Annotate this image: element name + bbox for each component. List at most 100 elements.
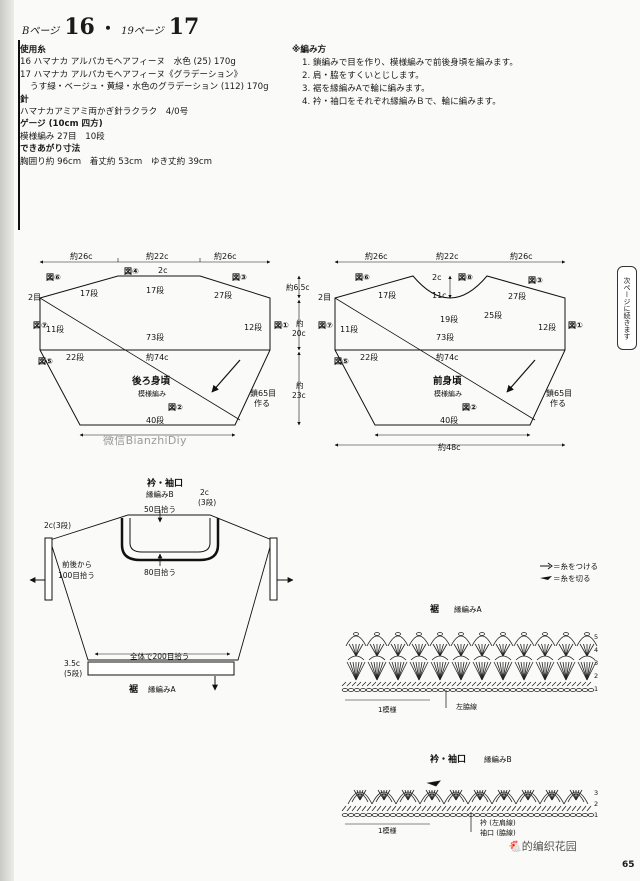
finish-outline [49, 514, 273, 661]
collar-50: 50目拾う [144, 504, 176, 514]
sleeve-left [44, 537, 53, 601]
hem-sub: 縁編みA [148, 684, 176, 694]
front-fig1: 図① [568, 321, 583, 330]
front-11: 11段 [340, 324, 358, 334]
chartA-sub: 縁編みA [454, 604, 482, 614]
method-block: ※編み方 1. 鎖編みで目を作り、模様編みで前後身頃を編みます。 2. 肩・脇を… [292, 44, 518, 109]
finishing-labels: 衿・袖口 縁編みB 2c (3段) 50目拾う 80目拾う 2c(3段) 前後か… [44, 477, 216, 695]
tool-line: ハマナカアミアミ両かぎ針ラクラク 4/0号 [20, 107, 189, 118]
page-label-b: Bページ [22, 26, 60, 37]
sleeve-right [269, 537, 278, 601]
measure-20b: 20c [292, 329, 306, 338]
collar-3r: (3段) [198, 497, 216, 507]
back-fig4: 図④ [124, 267, 139, 276]
back-fig3: 図③ [232, 273, 247, 282]
front-top-mid: 約22c [436, 251, 459, 261]
back-73: 73段 [146, 332, 164, 342]
front-73: 73段 [436, 332, 454, 342]
front-sub: 模様編み [434, 389, 462, 398]
back-chain: 鎖65目 [250, 388, 276, 398]
front-body-diagram [334, 260, 566, 447]
size-line: 胸囲り約 96cm 着丈約 53cm ゆき丈約 39cm [20, 156, 213, 167]
back-diagonal [39, 297, 241, 421]
back-fig1: 図① [274, 321, 289, 330]
watermark-bottom: 🐔的编织花园 [508, 840, 577, 853]
front-25: 25段 [484, 310, 502, 320]
chartA-row-2: 2 [594, 672, 598, 680]
tool-title: 針 [20, 94, 29, 105]
sleeve-100: 100目拾う [58, 570, 95, 580]
yarn-line-1: 16 ハマナカ アルパカモヘアフィーヌ 水色 (25) 170g [20, 57, 236, 68]
back-body-diagram [39, 258, 271, 437]
yarn-title: 使用糸 [20, 45, 46, 55]
front-fig7: 図⑦ [318, 321, 333, 330]
watermark-middle: 微信BianzhiDiy [103, 434, 187, 447]
front-fig3: 図③ [528, 276, 543, 285]
chartB-repeat: 1模様 [378, 826, 396, 835]
back-40: 40段 [146, 415, 164, 425]
collar-title: 衿・袖口 [147, 477, 183, 489]
chartA-left-edge: 左脇線 [456, 702, 477, 711]
chartA-repeat: 1模様 [378, 705, 396, 714]
hem-5r: (5段) [64, 668, 82, 678]
continued-tab: 次ページに続きます [617, 266, 637, 350]
back-fig7: 図⑦ [33, 321, 48, 330]
gauge-title: ゲージ (10cm 四方) [20, 119, 103, 130]
measure-65: 約6.5c [286, 282, 310, 292]
method-step-3: 3. 裾を縁編みAで輪に編みます。 [302, 84, 430, 94]
back-12: 12段 [244, 322, 262, 332]
front-fig5: 図⑤ [334, 357, 349, 366]
back-17-mid: 17段 [146, 285, 164, 295]
method-title: ※編み方 [292, 45, 327, 55]
chartA-row-1: 1 [594, 685, 598, 693]
method-step-2: 2. 肩・脇をすくいとじします。 [302, 71, 424, 81]
measure-20a: 約 [296, 318, 304, 328]
legend-attach: ＝糸をつける [553, 561, 598, 571]
back-body-labels: 約26c 約22c 約26c 図⑥ 図④ 2c 図③ 2目 17段 17段 27… [28, 251, 289, 425]
back-top-mid: 約22c [146, 251, 169, 261]
front-19: 19段 [440, 314, 458, 324]
margin-rule [18, 40, 20, 230]
collar-band [120, 518, 220, 562]
back-make: 作る [254, 398, 270, 408]
size-title: できあがり寸法 [20, 144, 81, 155]
chartA-row-5: 5 [594, 633, 598, 641]
height-labels: 約6.5c 約 20c 約 23c [286, 282, 310, 400]
back-top-right: 約26c [214, 251, 237, 261]
chartB-title: 衿・袖口 [430, 753, 466, 765]
cut-mark [540, 576, 552, 580]
front-top-left: 約26c [365, 251, 388, 261]
back-top-left: 約26c [70, 251, 93, 261]
back-fig6: 図⑥ [46, 273, 61, 282]
front-12: 12段 [538, 322, 556, 332]
page-number: 65 [622, 860, 635, 870]
method-step-1: 1. 鎖編みで目を作り、模様編みで前後身頃を編みます。 [302, 58, 518, 68]
legend-cut: ＝糸を切る [553, 573, 591, 583]
back-fig5: 図⑤ [38, 357, 53, 366]
attach-mark [540, 562, 553, 570]
back-2stitch: 2目 [28, 293, 41, 302]
header-separator: ・ [99, 19, 116, 38]
back-17-left: 17段 [80, 288, 98, 298]
back-22: 22段 [66, 352, 84, 362]
chartB-sub: 縁編みB [484, 754, 512, 764]
collar-80: 80目拾う [144, 567, 176, 577]
front-chain: 鎖65目 [546, 388, 572, 398]
book-spine [0, 0, 14, 881]
collar-stitch-chart: 衿・袖口 縁編みB 3 2 1 1模様 衿 (左肩線) 袖口 (脇線) [341, 753, 598, 837]
sleeve-2c: 2c(3段) [44, 520, 71, 530]
hem-35: 3.5c [64, 659, 80, 668]
hem-band [87, 661, 235, 676]
page-label-19: 19ページ [121, 26, 164, 37]
collar-2c: 2c [200, 488, 209, 497]
back-sub: 模様編み [138, 389, 166, 398]
back-27: 27段 [214, 290, 232, 300]
front-27: 27段 [508, 291, 526, 301]
back-74: 約74c [146, 352, 169, 362]
method-step-4: 4. 衿・袖口をそれぞれ縁編みＢで、輪に編みます。 [302, 97, 501, 107]
chartA-row-4: 4 [594, 646, 598, 654]
front-body-labels: 約26c 約22c 約26c 図⑥ 2c 図⑧ 図③ 11c 2目 17段 27… [318, 251, 583, 452]
front-top-right: 約26c [510, 251, 533, 261]
measure-23b: 23c [292, 391, 306, 400]
